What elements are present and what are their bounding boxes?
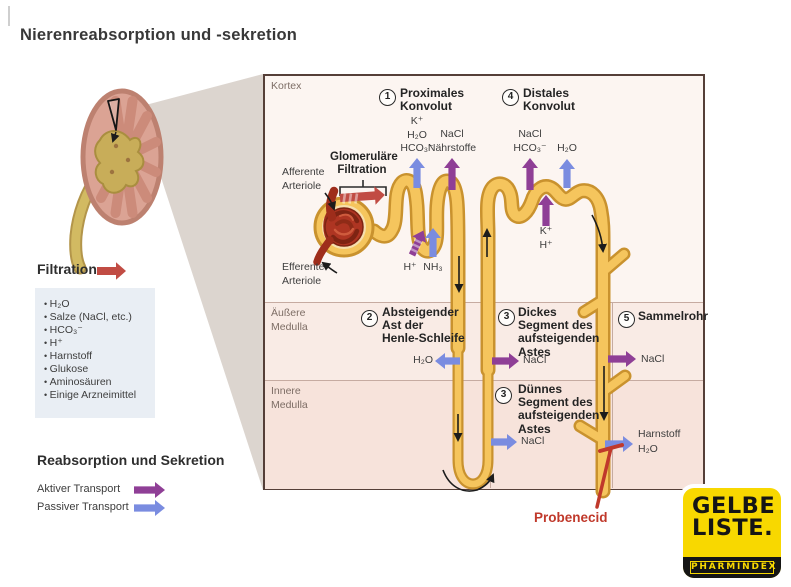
list-item: Salze (NaCl, etc.) <box>44 311 151 324</box>
kidney-illustration <box>69 88 164 275</box>
molecule-distal-kh: K⁺ H⁺ <box>539 225 553 251</box>
renal-pelvis <box>94 130 145 194</box>
passive-transport-label: Passiver Transport <box>37 501 129 513</box>
nephron-section-wedge <box>107 98 120 131</box>
step-label-distal: Distales Konvolut <box>523 86 575 114</box>
molecule-thin-nacl: NaCl <box>521 435 545 447</box>
zoom-wedge <box>138 74 263 490</box>
molecule-nh3: NH₃ <box>423 261 443 273</box>
molecule-sammelrohr-nacl: NaCl <box>641 353 665 365</box>
probenecid-label: Probenecid <box>534 510 608 525</box>
step-circle-4: 4 <box>502 89 519 106</box>
molecule-duct-out: Harnstoff H₂O <box>638 428 681 455</box>
efferent-arteriole-label: Efferente Arteriole <box>282 261 325 287</box>
region-label-outer-medulla: Äußere Medulla <box>271 307 308 333</box>
afferent-arteriole-label: Afferente Arteriole <box>282 166 325 192</box>
step-circle-2: 2 <box>361 310 378 327</box>
reabsorption-heading: Reabsorption und Sekretion <box>37 452 225 468</box>
region-label-inner-medulla: Innere Medulla <box>271 385 308 411</box>
molecule-thick-nacl: NaCl <box>523 354 547 366</box>
blue-transport-arrow <box>134 500 165 516</box>
step-label-collecting-duct: Sammelrohr <box>638 309 709 323</box>
kidney-pyramids <box>96 96 161 218</box>
logo-pharmindex: PHARMINDEX <box>690 560 776 574</box>
step-circle-3a: 3 <box>498 309 515 326</box>
list-item: Einige Arzneimittel <box>44 389 151 402</box>
step-label-descending: Absteigender Ast der Henle-Schleife <box>382 305 465 346</box>
list-item: Glukose <box>44 363 151 376</box>
panel-divider-1 <box>490 302 491 488</box>
logo-band: PHARMINDEX <box>683 557 781 578</box>
red-transport-arrow <box>97 262 126 280</box>
cursor-artifact <box>8 6 10 26</box>
step-label-thin-ascending: Dünnes Segment des aufsteigenden Astes <box>518 382 600 436</box>
filtration-heading: Filtration <box>37 261 97 277</box>
list-item: HCO₃⁻ <box>44 324 151 337</box>
list-item: Harnstoff <box>44 350 151 363</box>
molecule-desc-h2o: H₂O <box>413 354 433 366</box>
panel-divider-2 <box>612 302 613 488</box>
list-item: H⁺ <box>44 337 151 350</box>
filtrate-list: H₂O Salze (NaCl, etc.) HCO₃⁻ H⁺ Harnstof… <box>35 288 155 418</box>
molecule-h-secretion: H⁺ <box>403 261 417 273</box>
molecule-distal-h2o: H₂O <box>557 142 577 154</box>
step-label-thick-ascending: Dickes Segment des aufsteigenden Astes <box>518 305 600 359</box>
step-circle-5: 5 <box>618 311 635 328</box>
logo-line2: LISTE. <box>692 514 774 541</box>
glomerular-filtration-label: Glomeruläre Filtration <box>330 151 398 176</box>
list-item: H₂O <box>44 298 151 311</box>
purple-transport-arrow <box>134 482 165 498</box>
step-label-proximal: Proximales Konvolut <box>400 86 465 114</box>
gelbe-liste-logo: GELBE LISTE. PHARMINDEX <box>683 488 781 578</box>
molecule-prox-passive: K⁺ H₂O HCO₃⁻ <box>400 115 434 154</box>
page-title: Nierenreabsorption und -sekretion <box>20 26 298 44</box>
region-label-kortex: Kortex <box>271 80 302 92</box>
step-circle-3b: 3 <box>495 387 512 404</box>
active-transport-label: Aktiver Transport <box>37 483 121 495</box>
logo-line1: GELBE <box>692 493 776 519</box>
list-item: Aminosäuren <box>44 376 151 389</box>
molecule-distal-active: NaCl HCO₃⁻ <box>513 128 547 154</box>
molecule-prox-active: NaCl Nährstoffe <box>427 128 477 154</box>
step-circle-1: 1 <box>379 89 396 106</box>
